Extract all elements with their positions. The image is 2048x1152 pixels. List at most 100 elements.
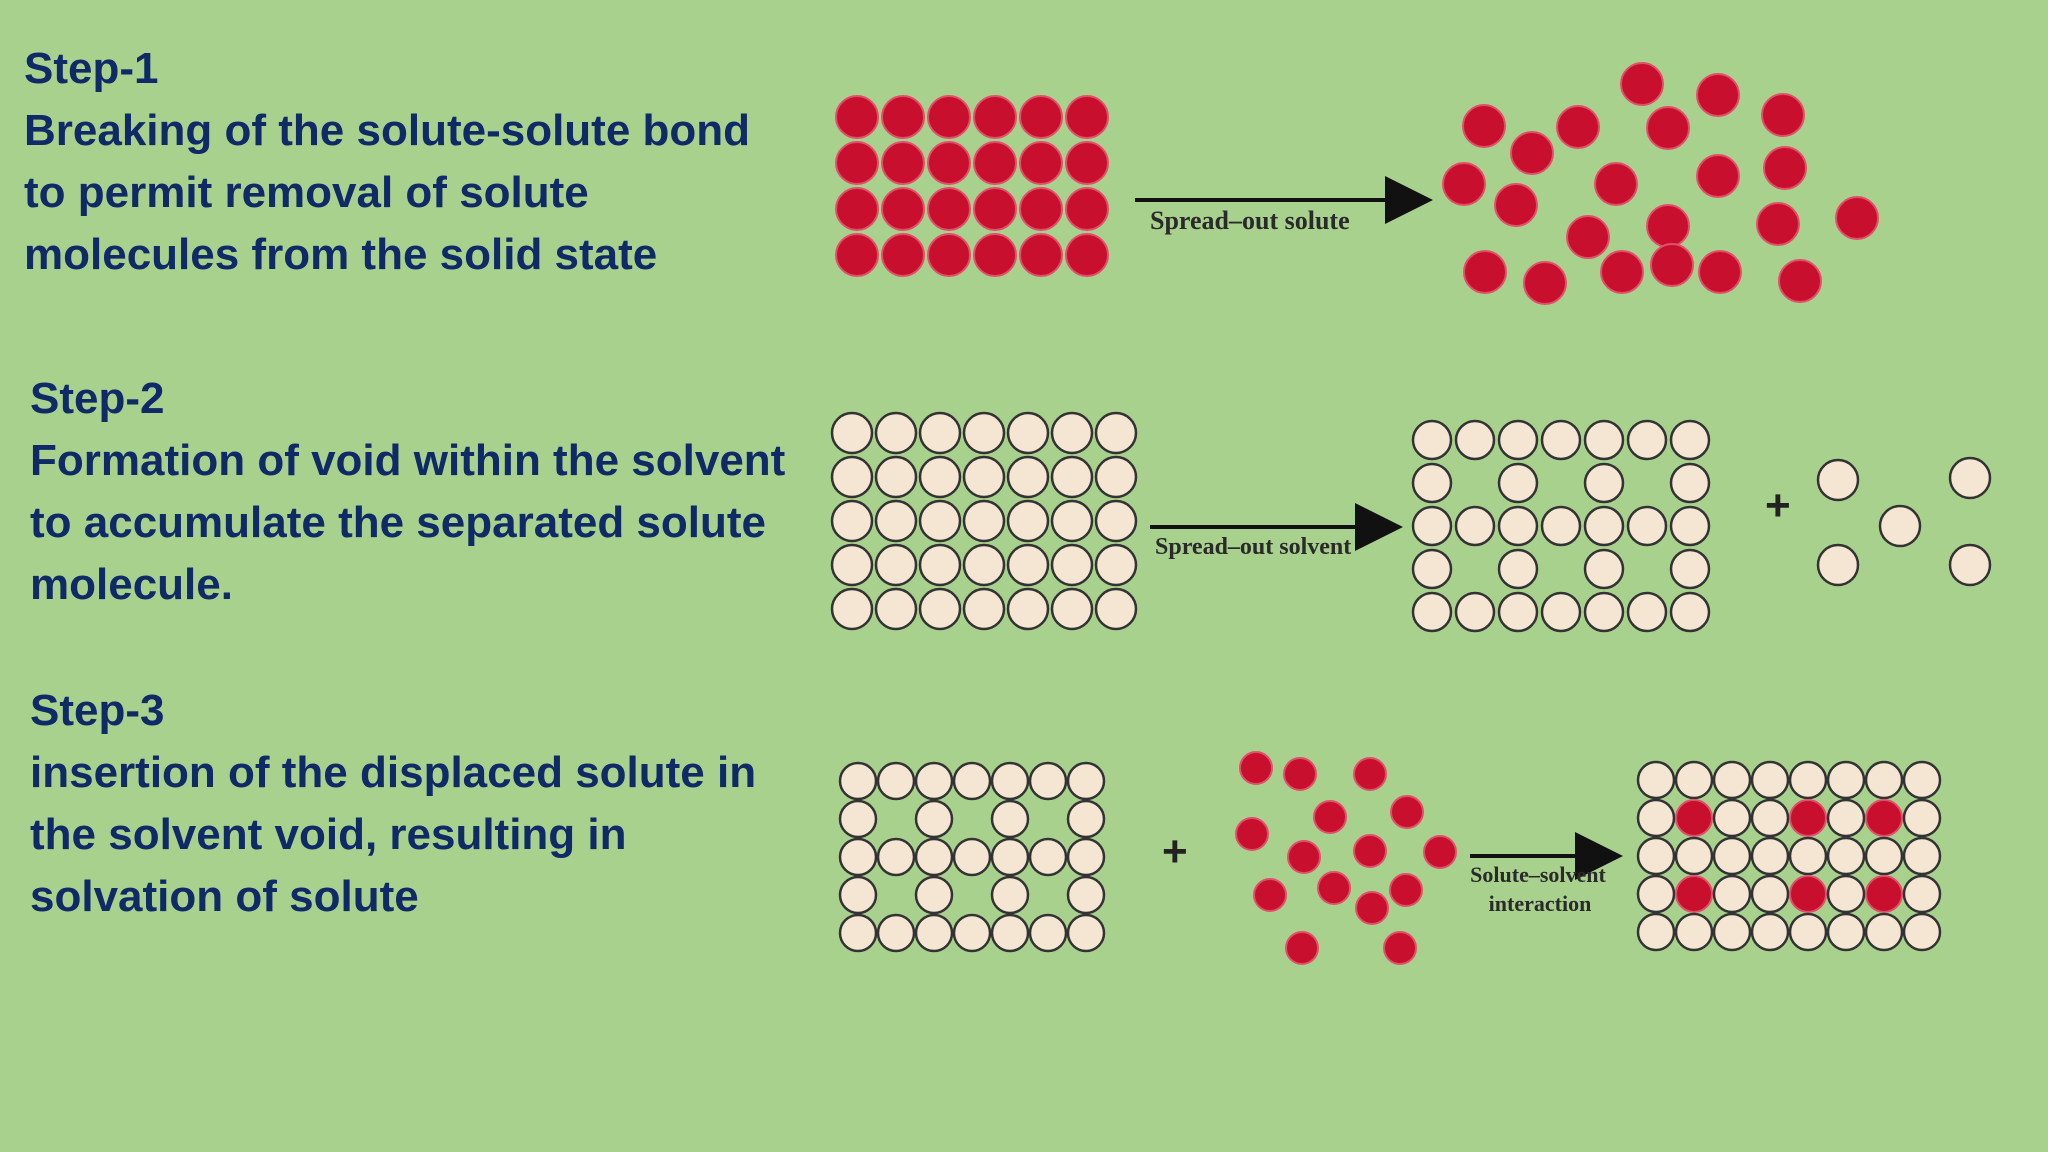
solvent-molecule xyxy=(1816,458,1860,502)
solute-molecule xyxy=(835,233,879,277)
solvent-molecule xyxy=(1669,419,1711,461)
step-1-heading: Step-1 xyxy=(24,44,159,93)
solute-molecule xyxy=(1235,817,1269,851)
solute-molecule xyxy=(1423,835,1457,869)
solvent-molecule xyxy=(1050,499,1094,543)
solute-molecule xyxy=(1556,105,1600,149)
solvent-molecule xyxy=(1636,798,1676,838)
solvent-molecule xyxy=(1066,913,1106,953)
solvent-molecule xyxy=(962,499,1006,543)
solvent-molecule xyxy=(876,837,916,877)
solute-molecule xyxy=(1355,891,1389,925)
solvent-molecule xyxy=(1050,411,1094,455)
step-1-arrow-label: Spread–out solute xyxy=(1150,206,1350,235)
solvent-molecule xyxy=(914,761,954,801)
solvent-molecule xyxy=(1712,912,1752,952)
solvent-molecule xyxy=(1006,411,1050,455)
solute-molecule xyxy=(1675,799,1713,837)
solvent-molecule xyxy=(1497,462,1539,504)
solvent-molecule xyxy=(1583,462,1625,504)
solvent-molecule xyxy=(874,499,918,543)
step-3-arrow-label-line1: Solute–solvent xyxy=(1470,862,1606,887)
solvent-molecule xyxy=(874,543,918,587)
solvent-molecule xyxy=(1540,591,1582,633)
step-3-text: Step-3 insertion of the displaced solute… xyxy=(30,680,790,928)
solvent-molecule xyxy=(1788,836,1828,876)
solvent-molecule xyxy=(1712,760,1752,800)
solute-molecule xyxy=(1600,250,1644,294)
solvent-molecule xyxy=(962,455,1006,499)
solvent-molecule xyxy=(918,587,962,631)
solute-molecule xyxy=(1253,878,1287,912)
solvent-molecule xyxy=(1583,591,1625,633)
solvent-molecule xyxy=(1788,760,1828,800)
solvent-molecule xyxy=(1826,760,1866,800)
solvated-lattice xyxy=(1636,760,1942,952)
solute-molecule xyxy=(1383,931,1417,965)
solvent-molecule xyxy=(1050,543,1094,587)
solute-molecule xyxy=(881,187,925,231)
solvent-molecule xyxy=(1411,462,1453,504)
solvent-molecule xyxy=(1094,411,1138,455)
step-2-arrow-label: Spread–out solvent xyxy=(1155,534,1351,560)
solvent-molecule xyxy=(1826,874,1866,914)
solvent-molecule xyxy=(1674,836,1714,876)
solvent-molecule xyxy=(1669,462,1711,504)
solvent-void-lattice xyxy=(838,761,1106,953)
solvent-molecule xyxy=(1583,419,1625,461)
solvent-molecule xyxy=(1864,836,1904,876)
solvent-molecule xyxy=(1826,912,1866,952)
solvent-molecule xyxy=(1454,591,1496,633)
solvent-molecule xyxy=(1006,455,1050,499)
solvent-molecule xyxy=(1411,548,1453,590)
solvent-molecule xyxy=(838,913,878,953)
solvent-molecule xyxy=(1948,543,1992,587)
solute-molecule xyxy=(1696,73,1740,117)
solvent-molecule xyxy=(1540,505,1582,547)
solvent-molecule xyxy=(1066,799,1106,839)
solvent-molecule xyxy=(1636,760,1676,800)
solute-molecule xyxy=(1675,875,1713,913)
solute-molecule xyxy=(1510,131,1554,175)
solvent-molecule xyxy=(1626,591,1668,633)
solvent-molecule xyxy=(1712,874,1752,914)
solute-molecule xyxy=(1019,233,1063,277)
solute-molecule xyxy=(1389,873,1423,907)
solute-molecule xyxy=(1390,795,1424,829)
solvent-molecule xyxy=(1626,505,1668,547)
solvent-molecule xyxy=(1497,505,1539,547)
solvent-molecule xyxy=(1750,912,1790,952)
solvent-molecule xyxy=(1674,912,1714,952)
solvent-molecule xyxy=(1497,591,1539,633)
solvent-molecule xyxy=(918,499,962,543)
solute-molecule xyxy=(1019,95,1063,139)
solvent-molecule xyxy=(952,761,992,801)
solute-molecule xyxy=(1353,757,1387,791)
spread-out-solute xyxy=(1442,62,1879,305)
solute-molecule xyxy=(1696,154,1740,198)
solvent-with-voids xyxy=(1411,419,1711,633)
solvent-molecule xyxy=(918,543,962,587)
solvent-molecule xyxy=(1497,419,1539,461)
solute-molecule xyxy=(927,233,971,277)
solute-molecule xyxy=(1287,840,1321,874)
solvent-molecule xyxy=(1864,760,1904,800)
solvent-molecule xyxy=(1583,548,1625,590)
solvent-molecule xyxy=(830,587,874,631)
solvent-lattice xyxy=(830,411,1138,631)
solvent-molecule xyxy=(990,837,1030,877)
solvent-molecule xyxy=(838,875,878,915)
step-3-plus: + xyxy=(1162,827,1188,876)
solute-molecule xyxy=(1239,751,1273,785)
solvent-molecule xyxy=(962,543,1006,587)
solvent-molecule xyxy=(1583,505,1625,547)
solute-molecule xyxy=(1523,261,1567,305)
solvent-molecule xyxy=(1878,504,1922,548)
solvent-molecule xyxy=(1066,875,1106,915)
step-2-plus: + xyxy=(1765,481,1791,530)
solvent-molecule xyxy=(874,455,918,499)
solvent-molecule xyxy=(1902,836,1942,876)
solute-molecule xyxy=(1353,834,1387,868)
solute-molecule xyxy=(973,95,1017,139)
